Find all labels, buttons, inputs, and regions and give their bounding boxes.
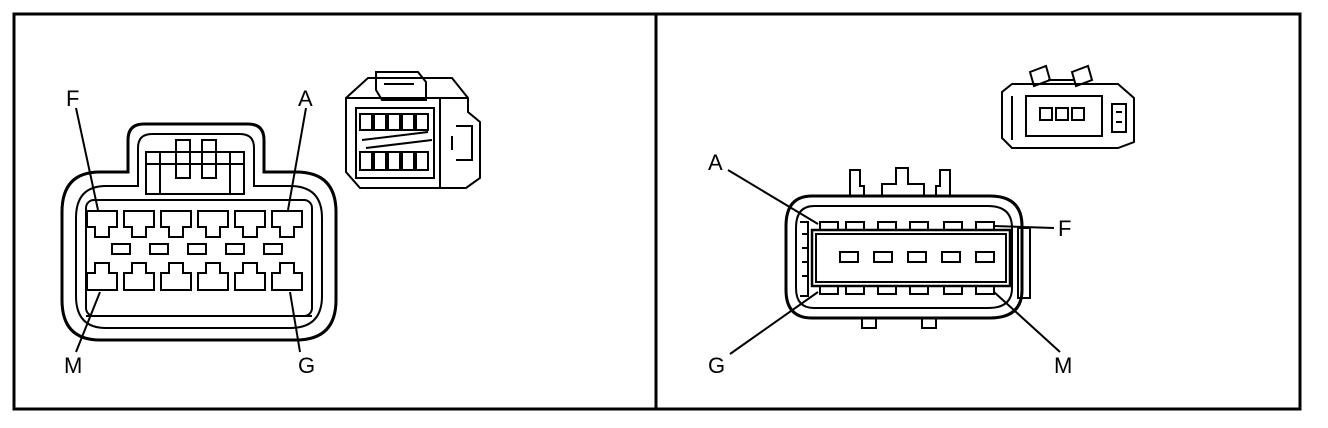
pin-label-A: A — [708, 150, 723, 175]
terminal-cavity — [197, 210, 229, 238]
pin-label-M: M — [1054, 353, 1072, 378]
terminal-cavity — [123, 210, 155, 238]
left-connector-face: F A M G — [60, 86, 338, 378]
leader-line — [993, 291, 1061, 353]
left-center-slots — [111, 243, 283, 255]
terminal-cavity — [160, 210, 192, 238]
terminal-cavity — [234, 262, 266, 291]
leader-line — [289, 291, 301, 353]
right-connector-face: A F G M — [708, 150, 1072, 378]
leader-line — [75, 291, 101, 353]
leader-line — [993, 225, 1055, 229]
terminal-cavity — [160, 262, 192, 291]
pin-label-A: A — [298, 86, 313, 111]
terminal-cavity — [123, 262, 155, 291]
right-panel: A F G M — [708, 64, 1135, 378]
terminal-cavity — [197, 262, 229, 291]
terminal-cavity — [86, 262, 118, 291]
left-bottom-terminal-row — [86, 262, 303, 291]
pin-label-F: F — [66, 86, 79, 111]
leader-line — [287, 107, 307, 211]
left-top-terminal-row — [86, 210, 303, 238]
pin-label-G: G — [298, 353, 315, 378]
leader-line — [727, 169, 819, 225]
terminal-cavity — [86, 210, 118, 238]
left-connector-thumbnail — [345, 71, 481, 189]
pin-label-M: M — [64, 353, 82, 378]
right-center-slots — [839, 251, 995, 263]
right-connector-thumbnail — [1001, 64, 1135, 149]
terminal-cavity — [271, 210, 303, 238]
leader-line — [75, 107, 99, 211]
pin-label-F: F — [1058, 216, 1071, 241]
leader-line — [729, 291, 819, 355]
left-panel: F A M G — [60, 71, 481, 378]
terminal-cavity — [271, 262, 303, 291]
terminal-cavity — [234, 210, 266, 238]
pin-label-G: G — [708, 353, 725, 378]
